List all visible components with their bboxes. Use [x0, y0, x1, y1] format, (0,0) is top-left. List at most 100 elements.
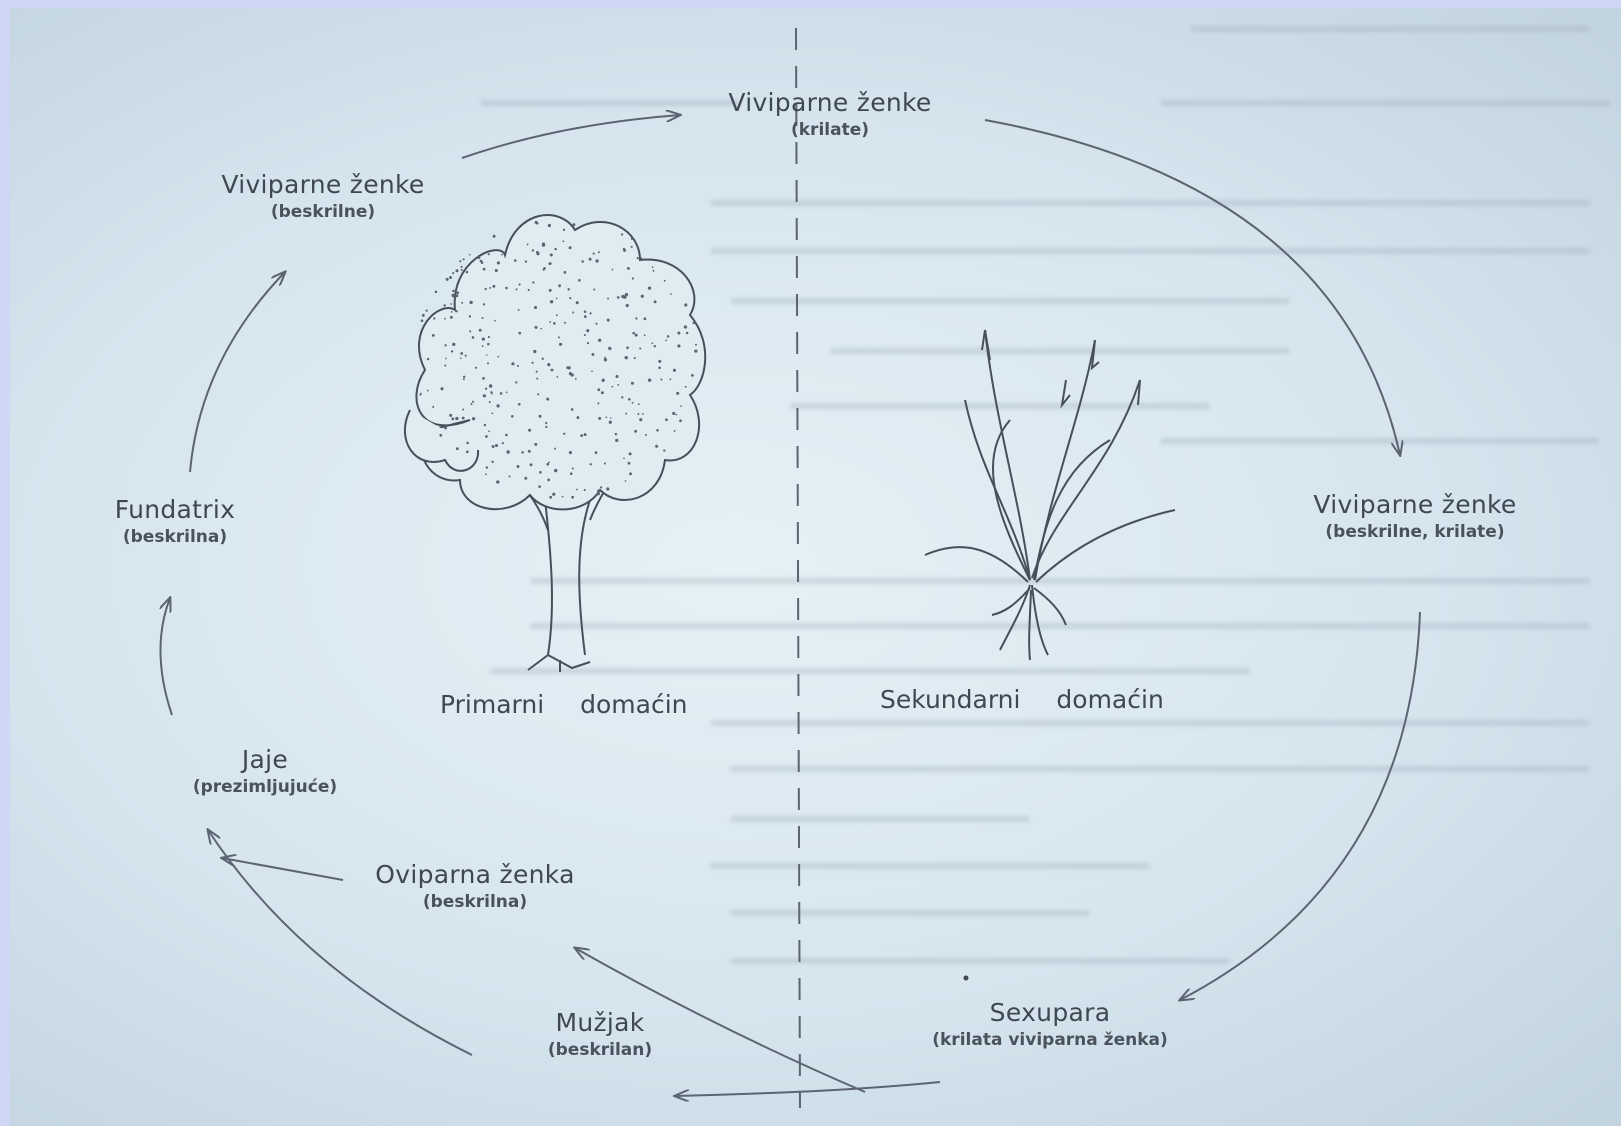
stipple-dot	[623, 249, 626, 252]
stipple-dot	[521, 451, 524, 454]
stipple-dot	[576, 301, 579, 304]
stipple-dot	[469, 330, 471, 332]
primary-host-label: Primarni domaćin	[440, 690, 687, 719]
stipple-dot	[480, 260, 483, 263]
stipple-dot	[479, 329, 482, 332]
stipple-dot	[452, 294, 455, 297]
stipple-dot	[528, 450, 531, 453]
stipple-dot	[472, 336, 475, 339]
stipple-dot	[609, 421, 612, 424]
stipple-dot	[459, 260, 461, 262]
stipple-dot	[463, 258, 465, 260]
stipple-dot	[601, 391, 604, 394]
stipple-dot	[597, 492, 600, 495]
stipple-dot	[517, 465, 520, 468]
stipple-dot	[680, 405, 682, 407]
stipple-dot	[667, 335, 670, 338]
stipple-dot	[455, 310, 458, 313]
stipple-dot	[654, 300, 657, 303]
stipple-dot	[460, 357, 462, 359]
stipple-dot	[654, 345, 656, 347]
stipple-dot	[506, 450, 509, 453]
stipple-dot	[517, 365, 519, 367]
stipple-dot	[432, 334, 435, 337]
stipple-dot	[569, 451, 572, 454]
stipple-dot	[554, 448, 556, 450]
stipple-dot	[570, 472, 573, 475]
stipple-dot	[495, 269, 498, 272]
stipple-dot	[487, 343, 490, 346]
stipple-dot	[524, 477, 527, 480]
stipple-dot	[564, 322, 566, 324]
stipple-dot	[673, 369, 676, 372]
stipple-dot	[607, 319, 610, 322]
stipple-dot	[496, 404, 499, 407]
stipple-dot	[505, 434, 508, 437]
stipple-dot	[607, 298, 609, 300]
stipple-dot	[543, 268, 545, 270]
stipple-dot	[634, 357, 636, 359]
stipple-dot	[493, 235, 496, 238]
stipple-dot	[532, 281, 534, 283]
stipple-dot	[564, 271, 567, 274]
stipple-dot	[587, 342, 589, 344]
stipple-dot	[663, 449, 665, 451]
stipple-dot	[444, 426, 447, 429]
arrow-oviparna-to-jaje	[222, 858, 343, 880]
stipple-dot	[553, 322, 556, 325]
stipple-dot	[444, 318, 446, 320]
stipple-dot	[465, 355, 467, 357]
stipple-dot	[444, 304, 446, 306]
stipple-dot	[635, 317, 637, 319]
stipple-dot	[485, 473, 487, 475]
stipple-dot	[452, 343, 455, 346]
stipple-dot	[604, 357, 606, 359]
stipple-dot	[571, 408, 574, 411]
stipple-dot	[572, 312, 574, 314]
stipple-dot	[450, 303, 452, 305]
stipple-dot	[469, 315, 471, 317]
stipple-dot	[446, 278, 449, 281]
stipple-dot	[450, 316, 453, 319]
stipple-dot	[461, 269, 463, 271]
stipple-dot	[644, 335, 646, 337]
stipple-dot	[677, 331, 680, 334]
stipple-dot	[537, 393, 539, 395]
stipple-dot	[586, 329, 589, 332]
host-divider-line	[796, 28, 800, 1108]
stipple-dot	[631, 382, 634, 385]
stipple-dot	[515, 381, 517, 383]
stipple-dot	[674, 430, 676, 432]
stipple-dot	[604, 359, 607, 362]
stipple-dot	[439, 434, 442, 437]
stipple-dot	[642, 413, 644, 415]
stipple-dot	[491, 413, 493, 415]
stipple-dot	[518, 332, 521, 335]
stipple-dot	[506, 391, 508, 393]
stipple-dot	[625, 413, 627, 415]
stipple-dot	[426, 309, 428, 311]
stipple-dot	[485, 435, 488, 438]
stipple-dot	[452, 272, 454, 274]
stipple-dot	[639, 418, 642, 421]
stipple-dot	[533, 350, 536, 353]
stipple-dot	[641, 295, 644, 298]
arrow-to-muzjak	[675, 1082, 940, 1096]
stipple-dot	[621, 295, 624, 298]
stipple-dot	[536, 371, 538, 373]
stipple-dot	[597, 388, 600, 391]
stipple-dot	[470, 403, 472, 405]
stipple-dot	[584, 489, 586, 491]
stipple-dot	[695, 344, 697, 346]
stipple-dot	[551, 369, 554, 372]
stipple-dot	[595, 451, 598, 454]
stipple-dot	[571, 373, 574, 376]
node-subtitle: (beskrilan)	[510, 1038, 690, 1062]
node-oviparna: Oviparna ženka (beskrilna)	[345, 860, 605, 914]
stipple-dot	[494, 320, 496, 322]
stipple-dot	[486, 466, 488, 468]
arrow-to-fundatrix	[160, 598, 172, 715]
stipple-dot	[595, 323, 597, 325]
stipple-dot	[693, 321, 696, 324]
stipple-dot	[571, 496, 574, 499]
